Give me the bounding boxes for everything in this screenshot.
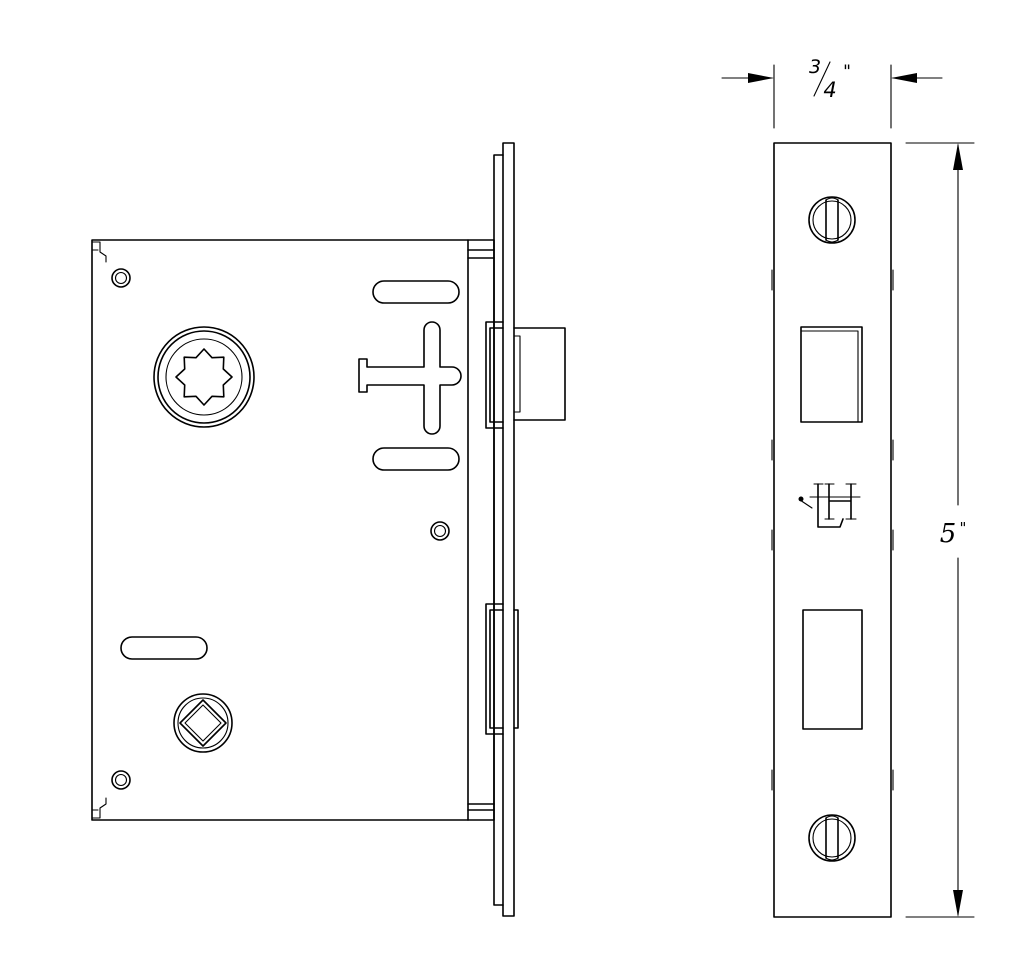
face-plate-side-outline xyxy=(502,142,515,917)
latch-bolt xyxy=(513,327,566,421)
screw-bottom xyxy=(808,814,856,862)
follower-hub xyxy=(153,326,255,428)
width-numerator: 3 xyxy=(809,56,821,78)
width-unit: " xyxy=(843,62,851,82)
height-dimension: 5 " xyxy=(905,142,975,918)
slot-bottom xyxy=(120,636,208,660)
deadbolt-guide-lower xyxy=(485,603,504,735)
height-unit: " xyxy=(960,519,967,537)
height-value: 5 xyxy=(940,519,957,549)
latch-opening xyxy=(800,326,863,423)
thumbturn-hub xyxy=(173,693,233,753)
lock-body-side-view xyxy=(91,239,495,821)
slot-upper xyxy=(372,280,460,304)
monogram-logo xyxy=(798,483,861,528)
width-dimension: 3 4 " xyxy=(721,56,943,129)
thumbturn-square-hole xyxy=(179,699,227,747)
latch-guide-upper xyxy=(485,321,504,429)
face-plate-inner-step xyxy=(493,154,504,906)
screw-top xyxy=(808,196,856,244)
slot-lower xyxy=(372,447,460,471)
mounting-hole-middle xyxy=(430,521,450,541)
deadbolt-stub xyxy=(513,609,519,729)
latch-lever-cross xyxy=(358,321,462,435)
face-plate-front-outline xyxy=(773,142,892,918)
case-side-flange xyxy=(467,239,495,821)
width-arrow-right xyxy=(891,73,917,83)
case-tab-bottom xyxy=(91,797,107,819)
height-arrow-top xyxy=(953,143,963,170)
width-fraction-bar xyxy=(813,61,831,97)
width-arrow-left xyxy=(748,73,774,83)
mounting-hole-bottom-left xyxy=(111,770,131,790)
case-tab-top xyxy=(91,241,107,263)
mounting-hole-top-left xyxy=(111,268,131,288)
hub-star-spindle-hole xyxy=(175,348,233,406)
case-edge-strip xyxy=(467,249,495,811)
lock-case-outline xyxy=(91,239,469,821)
face-plate-side-view xyxy=(485,142,566,917)
face-plate-front-view xyxy=(771,142,894,918)
width-denominator: 4 xyxy=(823,78,836,102)
deadbolt-opening xyxy=(802,609,863,730)
height-arrow-bottom xyxy=(953,890,963,917)
